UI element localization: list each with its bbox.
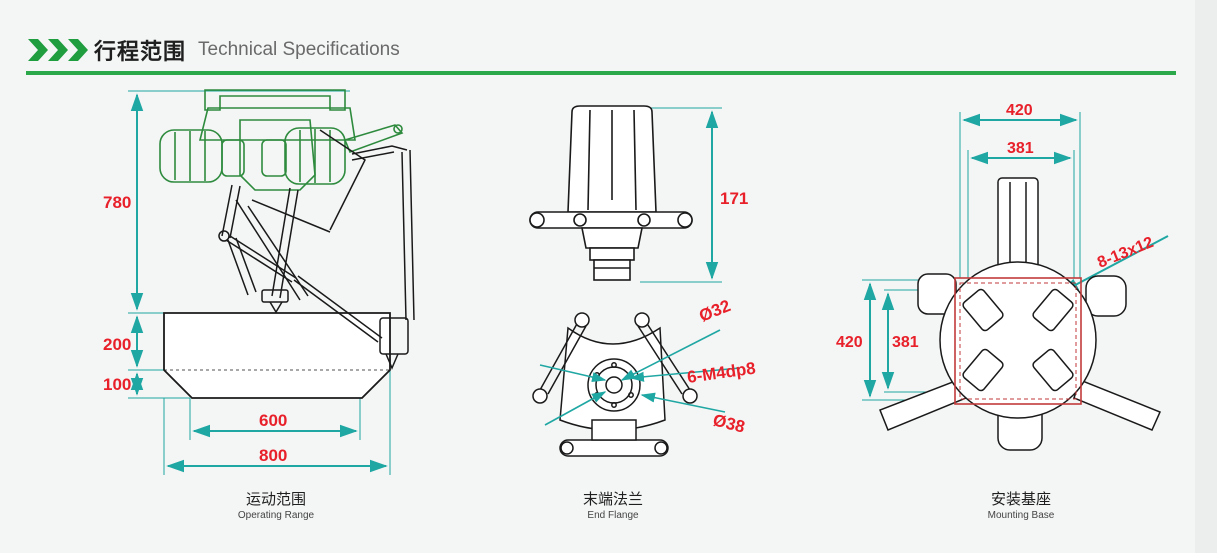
section-header: 行程范围 Technical Specifications <box>26 30 400 70</box>
caption-operating-range-cn: 运动范围 <box>245 490 306 508</box>
height-100-label: 100 <box>103 375 131 394</box>
height-200-label: 200 <box>103 335 131 354</box>
caption-mounting-base-en: Mounting Base <box>987 510 1055 521</box>
thread-m4-label: 6-M4dp8 <box>686 359 757 387</box>
end-flange-bottom-drawing: Ø32 6-M4dp8 Ø38 <box>532 296 757 457</box>
width-800-label: 800 <box>259 446 287 465</box>
mounting-base-drawing: 420 381 420 381 8-13x12 <box>836 102 1169 451</box>
caption-operating-range: 运动范围 Operating Range <box>176 488 376 521</box>
mounting-holes-label: 8-13x12 <box>1095 234 1156 272</box>
header-divider <box>26 71 1176 75</box>
operating-range-drawing: 780 200 100 600 800 <box>103 89 415 475</box>
base-height-381-label: 381 <box>892 334 919 351</box>
base-width-420-label: 420 <box>1006 102 1033 119</box>
caption-mounting-base: 安装基座 Mounting Base <box>921 488 1121 521</box>
caption-end-flange-en: End Flange <box>587 510 639 521</box>
dia-38-label: Ø38 <box>711 410 747 436</box>
caption-mounting-base-cn: 安装基座 <box>990 490 1051 508</box>
caption-end-flange-cn: 末端法兰 <box>582 490 643 508</box>
triple-chevron-icon <box>28 39 88 61</box>
caption-end-flange: 末端法兰 End Flange <box>513 488 713 521</box>
base-height-420-label: 420 <box>836 334 863 351</box>
end-flange-side-drawing: 171 <box>529 105 748 283</box>
caption-operating-range-en: Operating Range <box>237 510 315 521</box>
height-780-label: 780 <box>103 193 131 212</box>
flange-height-171-label: 171 <box>720 189 748 208</box>
section-title-en: Technical Specifications <box>198 39 400 60</box>
dia-32-label: Ø32 <box>696 296 733 326</box>
right-edge-strip <box>1195 0 1217 553</box>
base-width-381-label: 381 <box>1007 140 1034 157</box>
section-title-cn: 行程范围 <box>94 40 187 65</box>
width-600-label: 600 <box>259 411 287 430</box>
